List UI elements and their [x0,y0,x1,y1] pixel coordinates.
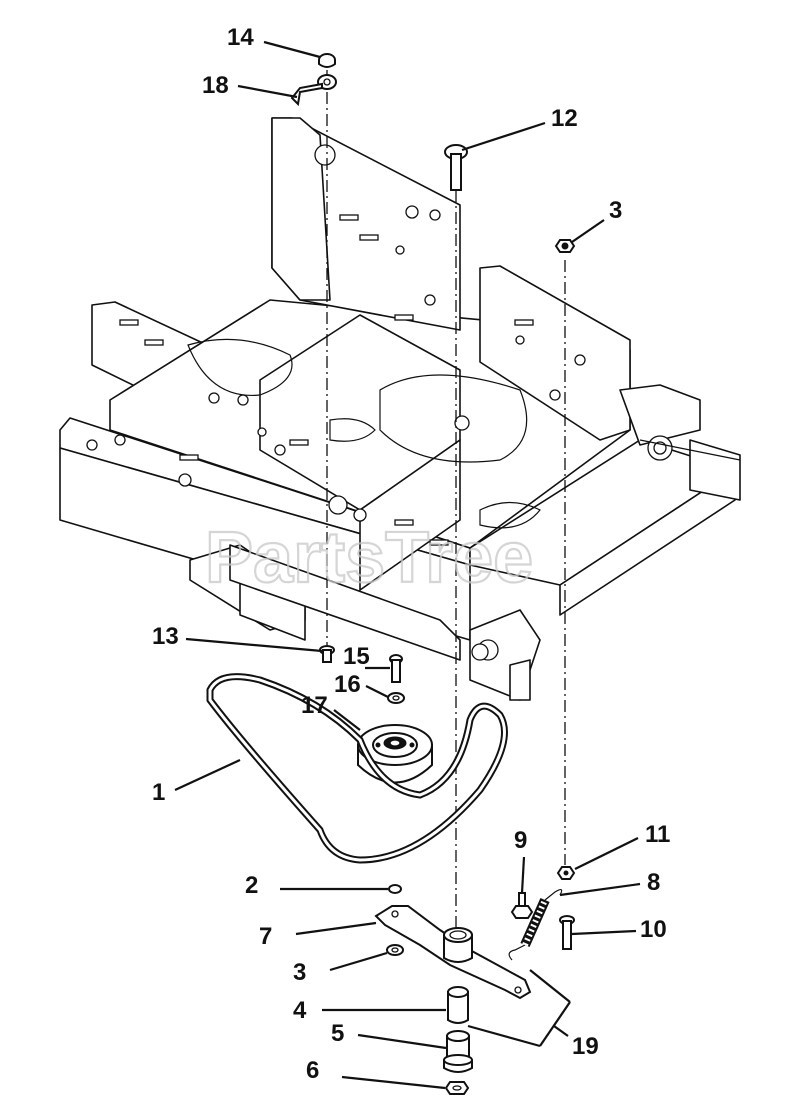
part-8-spring [508,889,563,961]
part-12-pin [444,144,468,191]
callout-18: 18 [202,72,229,99]
part-3-bottom-washer [386,944,404,956]
callout-8: 8 [647,869,660,896]
callout-2: 2 [245,872,258,899]
mower-frame [59,117,741,701]
callout-9: 9 [514,827,527,854]
callouts: 14 18 12 3 13 15 16 17 1 9 11 8 2 7 10 3… [152,24,670,1084]
part-18-bolt [290,74,337,107]
callout-11: 11 [645,821,670,848]
part-3-top-nut [554,239,576,253]
part-10-pin [559,915,575,950]
callout-6: 6 [306,1057,319,1084]
callout-17: 17 [301,692,328,719]
callout-12: 12 [551,105,578,132]
callout-5: 5 [331,1020,344,1047]
callout-1: 1 [152,779,165,806]
part-14-nut [318,53,336,68]
callout-3-top: 3 [609,197,622,224]
callout-10: 10 [640,916,667,943]
callout-7: 7 [259,923,272,950]
callout-15: 15 [343,643,370,670]
callout-4: 4 [293,997,307,1024]
part-16-washer [387,692,405,704]
part-15-bolt [389,654,403,683]
leader-lines [174,40,641,1090]
part-1-belt [206,673,508,864]
part-13-bolt [319,645,335,663]
part-2-washer [388,884,402,894]
callout-19: 19 [572,1033,599,1060]
part-11-nut [556,866,576,880]
callout-3-bottom: 3 [293,959,306,986]
part-4-spacer [447,986,469,1024]
part-9-bolt [510,892,534,919]
callout-13: 13 [152,623,179,650]
part-arm-bushing [443,927,473,963]
callout-16: 16 [334,671,361,698]
watermark: PartsTree [205,518,533,598]
callout-14: 14 [227,24,254,51]
part-5-bushing [443,1030,473,1073]
part-6-nut [444,1081,470,1095]
